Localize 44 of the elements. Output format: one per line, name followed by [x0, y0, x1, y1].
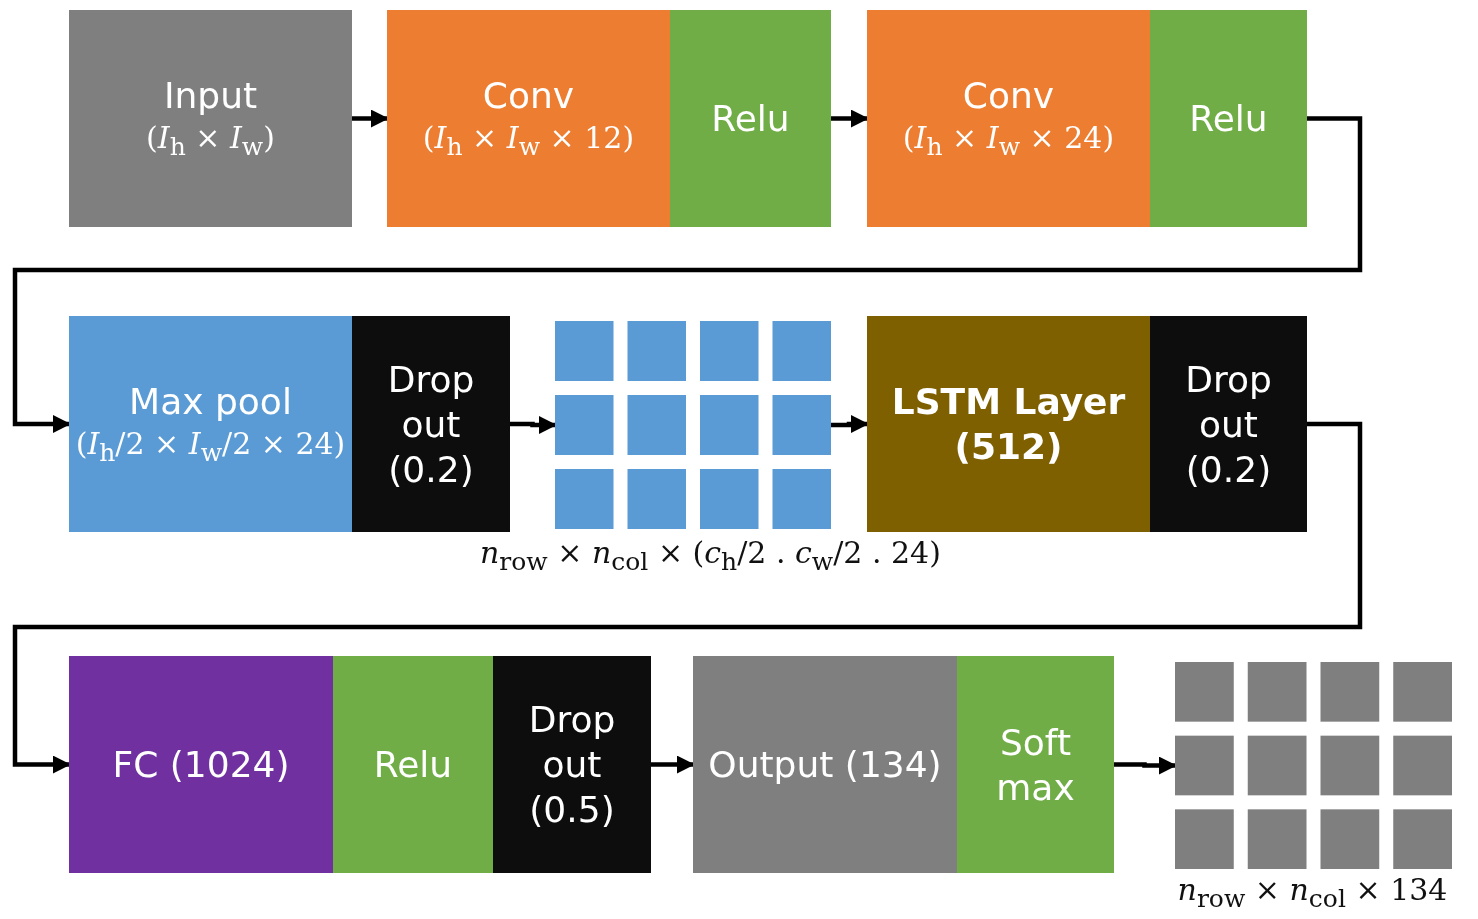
layer-box — [957, 656, 1114, 873]
shape-caption: n$_{row}$ × n$_{col}$ × 134 — [1176, 872, 1449, 913]
arrow — [510, 416, 557, 434]
layer-label: Relu — [710, 97, 791, 141]
layer-label: Input — [162, 74, 259, 119]
arrow — [651, 755, 695, 774]
layer-box — [387, 10, 670, 227]
layer-box — [693, 656, 957, 873]
arrow — [831, 109, 869, 128]
layer-label: Conv — [961, 74, 1056, 119]
layer-box — [1150, 316, 1307, 532]
dimension-label: (I$_{h}$ × I$_{w}$) — [146, 119, 275, 164]
arrow — [12, 421, 1363, 774]
layer-box — [493, 656, 651, 873]
layer-label: Drop out (0.2) — [1184, 357, 1273, 492]
layer-label: Drop out (0.5) — [527, 698, 617, 832]
layer-label: Conv — [481, 74, 576, 119]
layer-box — [352, 316, 510, 532]
layer-box — [670, 10, 831, 227]
layer-box — [867, 316, 1150, 532]
layer-box — [333, 656, 493, 873]
dimension-label: (I$_{h}$/2 × I$_{w}$/2 × 24) — [75, 424, 346, 469]
layer-label: Relu — [1188, 97, 1269, 141]
layer-box — [69, 316, 352, 532]
layer-label: LSTM Layer (512) — [890, 380, 1127, 469]
dimension-label: (I$_{h}$ × I$_{w}$ × 12) — [422, 119, 635, 164]
layer-label: Max pool — [128, 379, 293, 424]
layer-box — [69, 656, 333, 873]
arrow — [12, 116, 1363, 433]
layer-box — [1150, 10, 1307, 227]
arrow — [831, 415, 869, 433]
feature-grid-drawing — [555, 321, 831, 529]
shape-caption: n$_{row}$ × n$_{col}$ × (c$_{h}$/2 . c$_{w}$/2 . 24) — [480, 535, 940, 576]
layer-label: FC (1024) — [111, 743, 291, 787]
layer-label: Relu — [372, 743, 454, 787]
layer-label: Drop out (0.2) — [386, 357, 476, 492]
arrow — [352, 109, 389, 128]
layer-box — [867, 10, 1150, 227]
feature-grid-drawing — [1175, 662, 1452, 869]
layer-label: Soft max — [995, 720, 1076, 810]
arrow — [1114, 756, 1177, 775]
layer-label: Output (134) — [707, 743, 943, 787]
layer-box — [69, 10, 352, 227]
dimension-label: (I$_{h}$ × I$_{w}$ × 24) — [902, 119, 1115, 164]
